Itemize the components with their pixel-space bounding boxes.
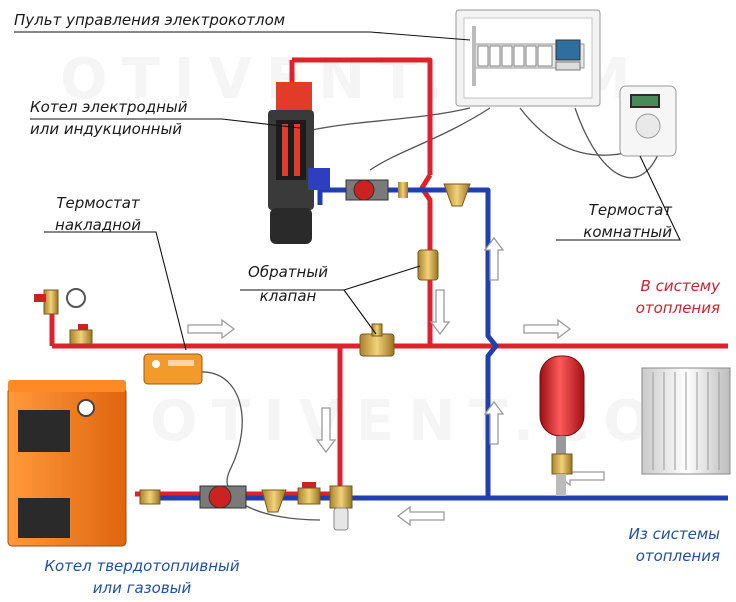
- label-surface-thermostat-2: накладной: [55, 216, 141, 234]
- label-control-panel: Пульт управления электрокотлом: [14, 11, 286, 29]
- room-thermostat-device: [619, 85, 677, 157]
- label-room-thermostat-2: комнатный: [583, 223, 672, 241]
- safety-group: [34, 288, 93, 345]
- leader-lines: [14, 31, 681, 351]
- upper-filter: [443, 183, 471, 207]
- solid-fuel-boiler: [7, 380, 127, 547]
- label-solid-boiler-2: или газовый: [92, 579, 192, 597]
- label-to-heating-1: В систему: [640, 277, 720, 295]
- label-solid-boiler-1: Котел твердотопливный: [44, 557, 240, 575]
- label-from-heating-1: Из системы: [628, 525, 720, 543]
- label-check-valve-2: клапан: [259, 287, 317, 305]
- label-to-heating-2: отопления: [635, 299, 720, 317]
- label-electrode-boiler-1: Котел электродный: [30, 98, 188, 116]
- flow-arrows: [187, 236, 605, 527]
- check-valve-vertical: [417, 249, 439, 281]
- control-wires: [199, 107, 661, 521]
- expansion-tank: [539, 355, 585, 496]
- electrode-boiler: [268, 82, 330, 244]
- label-room-thermostat-1: Термостат: [588, 201, 672, 219]
- label-electrode-boiler-2: или индукционный: [30, 120, 183, 138]
- label-from-heating-2: отопления: [635, 547, 720, 565]
- control-panel-cabinet: [455, 9, 601, 107]
- lower-pump: [199, 485, 247, 509]
- upper-pump: [345, 179, 408, 201]
- lower-valves: [139, 482, 353, 531]
- check-valve-horizontal: [359, 323, 395, 357]
- radiator: [641, 367, 731, 475]
- label-surface-thermostat-1: Термостат: [56, 194, 140, 212]
- surface-thermostat-device: [143, 353, 203, 385]
- label-check-valve-1: Обратный: [248, 263, 328, 281]
